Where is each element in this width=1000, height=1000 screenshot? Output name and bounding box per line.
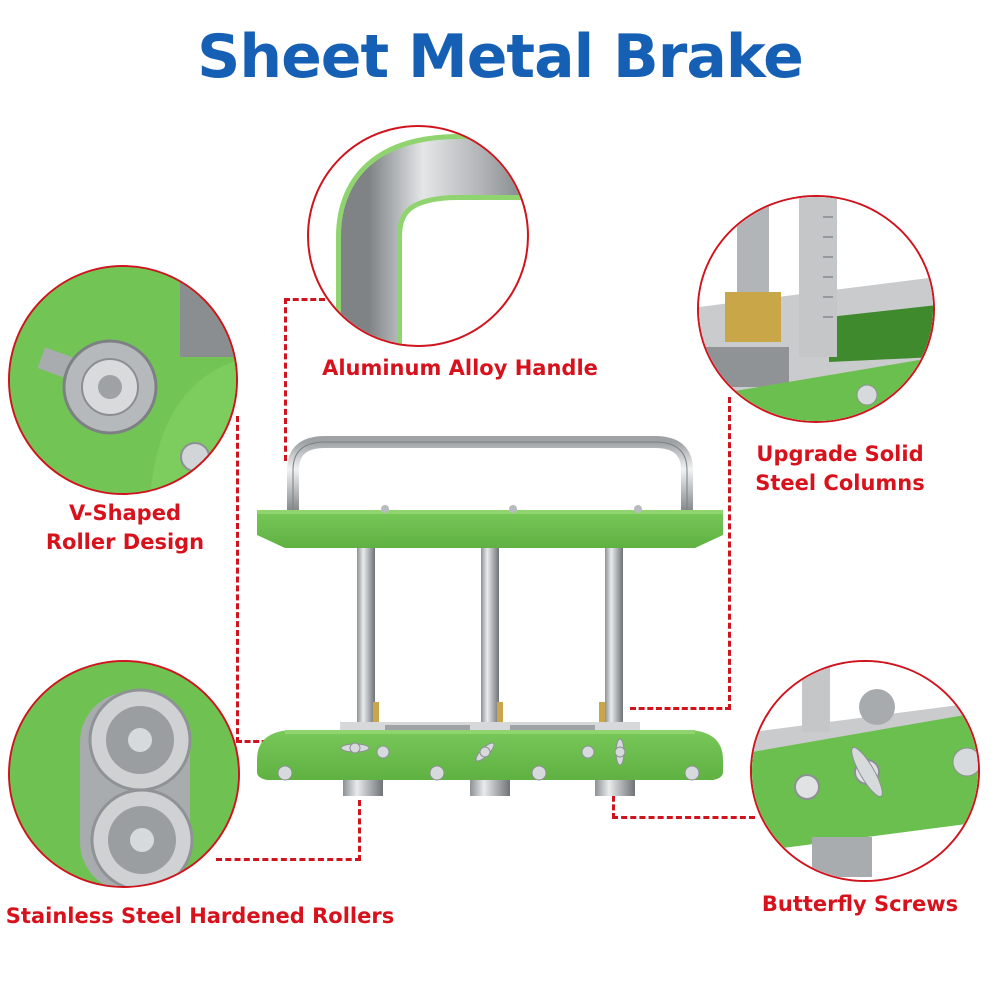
callout-label-roller: V-Shaped Roller Design	[20, 499, 230, 557]
leader-line-handle	[284, 298, 325, 461]
steel-columns-closeup-image	[699, 197, 933, 421]
page-title: Sheet Metal Brake	[197, 22, 804, 92]
callout-circle-butterfly	[750, 660, 980, 882]
callout-circle-roller	[8, 265, 238, 495]
callout-label-roller-line2: Roller Design	[45, 530, 205, 554]
v-roller-closeup-image	[10, 267, 236, 493]
callout-label-hardened: Stainless Steel Hardened Rollers	[5, 904, 395, 928]
callout-label-handle: Aluminum Alloy Handle	[322, 356, 598, 380]
callout-circle-columns	[697, 195, 935, 423]
callout-circle-hardened	[8, 660, 240, 888]
callout-label-butterfly: Butterfly Screws	[761, 892, 959, 916]
product-image-sheet-metal-brake	[255, 430, 725, 800]
callout-circle-handle	[307, 125, 529, 347]
leader-line-columns	[630, 397, 731, 710]
butterfly-screws-closeup-image	[752, 662, 978, 880]
handle-closeup-image	[336, 134, 527, 345]
callout-label-columns: Upgrade Solid Steel Columns	[740, 440, 940, 498]
callout-label-roller-line1: V-Shaped	[69, 501, 181, 525]
callout-label-columns-line1: Upgrade Solid	[756, 442, 924, 466]
callout-label-columns-line2: Steel Columns	[755, 471, 925, 495]
hardened-rollers-closeup-image	[10, 662, 238, 886]
leader-line-hardened	[216, 800, 361, 861]
